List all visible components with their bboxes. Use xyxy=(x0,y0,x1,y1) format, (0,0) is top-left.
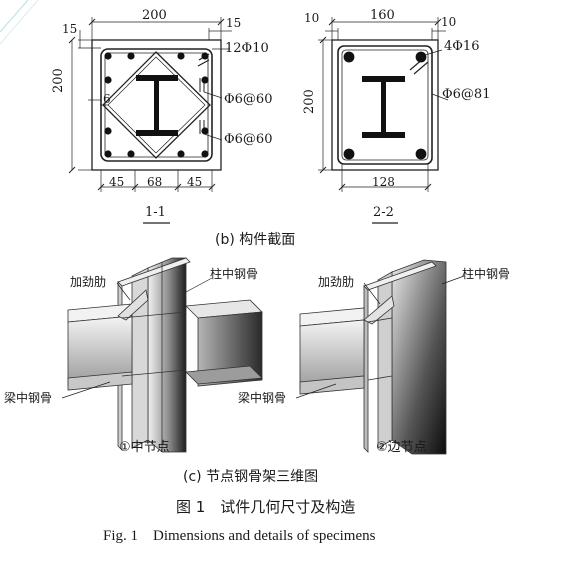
s11-label-stirrup-a: Φ6@60 xyxy=(224,92,273,107)
s11-dim-bottom-1: 45 xyxy=(109,175,125,189)
skeleton-middle-joint xyxy=(67,257,263,453)
section-1-1 xyxy=(68,17,232,224)
corner-decoration xyxy=(0,0,29,33)
dimension-lines xyxy=(318,17,449,192)
right-joint-name: ②边节点 xyxy=(376,440,427,455)
longitudinal-bars xyxy=(104,52,209,158)
stirrup xyxy=(337,45,433,165)
s11-dim-top: 200 xyxy=(142,8,167,23)
s11-dim-inner: 6 xyxy=(103,92,111,106)
figure-title-cn: 图 1 试件几何尺寸及构造 xyxy=(176,498,356,516)
right-beam-label: 梁中钢骨 xyxy=(238,391,287,405)
steel-i-section xyxy=(362,76,405,138)
s11-label-stirrup-b: Φ6@60 xyxy=(224,132,273,147)
left-beam-label: 梁中钢骨 xyxy=(4,391,53,405)
s11-dim-left: 200 xyxy=(51,68,66,93)
section-outline xyxy=(91,39,222,171)
s22-title: 2-2 xyxy=(373,205,394,220)
s22-dim-left: 200 xyxy=(302,89,317,114)
leader-lines xyxy=(61,275,465,399)
longitudinal-bars xyxy=(343,51,427,160)
caption-b: (b) 构件截面 xyxy=(215,232,296,248)
right-column-label: 柱中钢骨 xyxy=(462,267,511,281)
s22-dim-bottom: 128 xyxy=(372,175,395,189)
s11-dim-bottom-3: 45 xyxy=(187,175,203,189)
dimension-lines xyxy=(71,17,232,192)
s22-dim-top: 160 xyxy=(370,8,395,23)
steel-i-section xyxy=(136,75,178,136)
section-2-2 xyxy=(318,17,449,224)
s22-dim-top-right: 10 xyxy=(441,15,457,29)
skeleton-edge-joint xyxy=(299,259,447,455)
left-stiffener-label: 加劲肋 xyxy=(70,275,107,289)
s11-dim-top-left: 15 xyxy=(62,22,78,36)
caption-c: (c) 节点钢骨架三维图 xyxy=(183,469,319,485)
s11-dim-top-right: 15 xyxy=(226,16,242,30)
left-column-label: 柱中钢骨 xyxy=(210,267,259,281)
s11-title: 1-1 xyxy=(145,205,166,220)
diamond-tie xyxy=(102,51,211,159)
figure-title-en: Fig. 1 Dimensions and details of specime… xyxy=(103,528,376,544)
s11-dim-bottom-2: 68 xyxy=(147,175,163,189)
s11-label-long-bars: 12Φ10 xyxy=(225,41,269,56)
dimension-ticks xyxy=(319,18,442,191)
s22-label-stirrup: Φ6@81 xyxy=(442,87,491,102)
right-stiffener-label: 加劲肋 xyxy=(318,275,355,289)
section-outline xyxy=(331,39,439,171)
dimension-ticks xyxy=(68,18,225,191)
left-joint-name: ①中节点 xyxy=(119,440,170,455)
s22-label-long-bars: 4Φ16 xyxy=(444,39,480,54)
s22-dim-top-left: 10 xyxy=(304,11,320,25)
